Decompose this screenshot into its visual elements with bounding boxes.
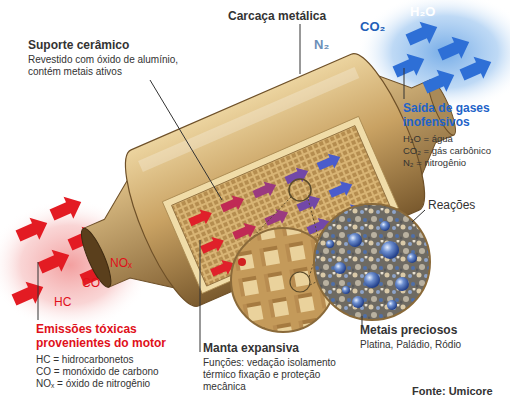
gas-arrow (420, 64, 459, 99)
metal-sphere (326, 240, 334, 248)
gas-formula: NOₓ (110, 256, 132, 270)
gas-key: N₂ = nitrogênio (403, 157, 466, 168)
part-note: Revestido com óxido de alumínio, contém … (28, 54, 203, 78)
flow-arrow (263, 205, 291, 229)
part-name: Carcaça metálica (228, 9, 326, 23)
gas-key: CO₂ = gás carbônico (403, 145, 491, 156)
gas-arrow (457, 51, 496, 86)
gas-particle (238, 258, 246, 266)
gas-arrow (35, 244, 74, 279)
gas-formula: HC (54, 295, 71, 309)
leader-line (300, 24, 301, 74)
metal-sphere (395, 277, 409, 291)
part-name: Reações (428, 198, 475, 212)
leader-line (200, 240, 201, 352)
leader-line (412, 210, 425, 222)
part-name: Metais preciosos (360, 323, 457, 337)
leader-line (38, 262, 39, 320)
part-note: Funções: vedação isolamento térmico fixa… (203, 357, 343, 393)
metal-sphere (334, 262, 346, 274)
metal-sphere (342, 286, 350, 294)
metal-sphere (381, 241, 399, 259)
inlet-arrows (9, 191, 116, 311)
gas-arrow (47, 191, 86, 226)
metal-sphere (348, 233, 362, 247)
metal-sphere (364, 272, 380, 288)
flow-arrow (315, 150, 343, 174)
gas-arrow (403, 16, 442, 51)
coating-grains (314, 204, 430, 320)
leader-line (150, 80, 222, 200)
section-heading: Saída de gases inofensivos (403, 101, 510, 129)
source-note: Fonte: Umicore (412, 385, 493, 398)
flow-arrow (187, 206, 215, 230)
flow-arrow (251, 178, 279, 202)
part-name: Manta expansiva (203, 341, 299, 355)
metal-sphere (387, 300, 397, 310)
part-note: Platina, Paládio, Ródio (360, 339, 461, 351)
gas-formula: N₂ (314, 37, 329, 53)
gas-formula: CO₂ (360, 19, 385, 35)
metal-sphere (380, 221, 390, 231)
gas-arrow (390, 48, 429, 83)
gas-key: HC = hidrocarbonetos (36, 354, 134, 366)
gas-arrow (9, 276, 48, 311)
zoom-line (310, 282, 316, 285)
gas-key: H₂O = água (403, 133, 453, 144)
metals-zoom (314, 204, 430, 320)
gas-arrow (13, 212, 52, 247)
leader-line (404, 68, 405, 99)
flow-arrow (219, 192, 247, 216)
gas-formula: H₂O (410, 4, 435, 20)
gas-formula: CO (82, 276, 100, 290)
outlet-arrows (390, 16, 496, 99)
gas-arrow (435, 31, 474, 66)
metal-sphere (407, 253, 417, 263)
flow-arrow (327, 177, 355, 201)
zoom-frame (314, 204, 430, 320)
magnifier-ring (290, 272, 310, 292)
part-name: Suporte cerâmico (28, 38, 129, 52)
zoom-line (308, 199, 318, 236)
magnifier-ring (289, 179, 311, 201)
gas-key: NOₓ = óxido de nitrogênio (36, 378, 150, 390)
flow-arrow (199, 233, 227, 257)
flow-arrow (283, 164, 311, 188)
gas-key: CO = monóxido de carbono (36, 366, 159, 378)
metal-sphere (352, 296, 364, 308)
section-heading: Emissões tóxicas provenientes do motor (36, 322, 186, 350)
